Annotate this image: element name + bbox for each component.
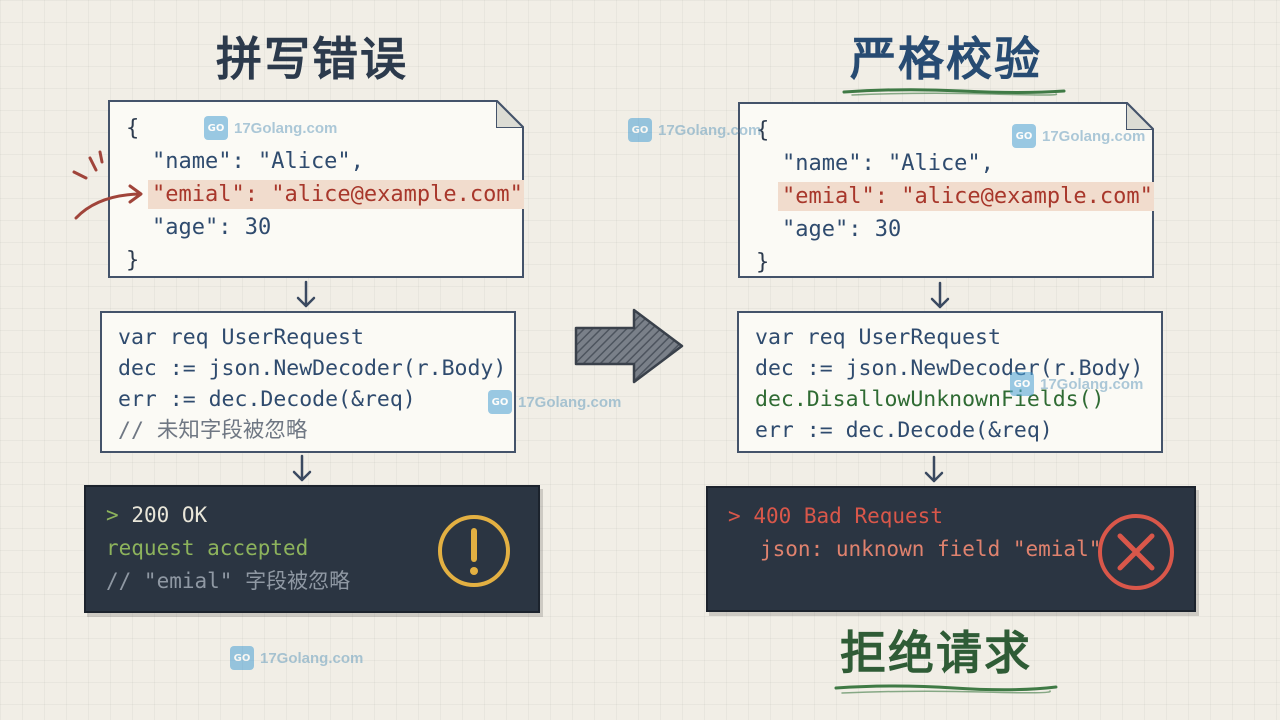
golang-logo-icon: GO — [230, 646, 254, 670]
code-line: dec := json.NewDecoder(r.Body) — [755, 356, 1144, 381]
watermark-text: 17Golang.com — [1040, 375, 1144, 393]
golang-logo-icon: GO — [628, 118, 652, 142]
watermark-text: 17Golang.com — [518, 393, 622, 411]
status-line: > 400 Bad Request — [728, 500, 1174, 533]
json-emial-highlight: "emial": "alice@example.com", — [148, 180, 540, 209]
json-close-brace: } — [126, 248, 140, 273]
code-line: err := dec.Decode(&req) — [755, 418, 1053, 443]
title-underline — [842, 88, 1066, 96]
left-terminal-output: > 200 OK request accepted // "emial" 字段被… — [84, 485, 540, 613]
error-x-icon — [1098, 514, 1174, 590]
watermark: GO 17Golang.com — [1010, 372, 1143, 396]
json-age-text: "age": 30 — [152, 215, 272, 240]
down-arrow-icon — [930, 281, 950, 309]
json-name-text: "name": "Alice", — [152, 149, 364, 174]
left-code-box: var req UserRequest dec := json.NewDecod… — [100, 311, 516, 453]
status-line: > 200 OK — [106, 499, 518, 532]
page-fold-icon — [496, 100, 524, 128]
watermark: GO 17Golang.com — [204, 116, 337, 140]
watermark: GO 17Golang.com — [1012, 124, 1145, 148]
json-name-line: "name": "Alice", — [756, 147, 1136, 180]
watermark: GO 17Golang.com — [230, 646, 363, 670]
left-json-box: { "name": "Alice", "emial": "alice@examp… — [108, 100, 524, 278]
watermark-text: 17Golang.com — [1042, 127, 1146, 145]
json-age-text: "age": 30 — [782, 217, 902, 242]
json-name-text: "name": "Alice", — [782, 151, 994, 176]
json-close-brace: } — [756, 250, 770, 275]
status-code: 200 OK — [131, 503, 208, 527]
code-line: var req UserRequest — [118, 325, 364, 350]
json-age-line: "age": 30 — [756, 213, 1136, 246]
warning-icon — [438, 515, 510, 587]
page-fold-icon — [1126, 102, 1154, 130]
json-name-line: "name": "Alice", — [126, 145, 506, 178]
right-json-card: { "name": "Alice", "emial": "alice@examp… — [738, 102, 1154, 278]
json-emial-line: "emial": "alice@example.com", — [126, 178, 506, 211]
watermark-text: 17Golang.com — [260, 649, 364, 667]
json-age-line: "age": 30 — [126, 211, 506, 244]
json-open-brace: { — [756, 118, 770, 143]
down-arrow-icon — [296, 280, 316, 308]
status-message: request accepted — [106, 536, 309, 560]
typo-pointer-arrow-icon — [72, 150, 143, 220]
prompt-chevron-icon: > — [106, 503, 119, 527]
golang-logo-icon: GO — [1012, 124, 1036, 148]
status-code: 400 Bad Request — [753, 504, 943, 528]
code-line-disallow: dec.DisallowUnknownFields() — [755, 387, 1105, 412]
json-open-brace: { — [126, 116, 140, 141]
right-code-box: var req UserRequest dec := json.NewDecod… — [737, 311, 1163, 453]
status-message: json: unknown field "emial" — [760, 537, 1102, 561]
prompt-chevron-icon: > — [728, 504, 741, 528]
golang-logo-icon: GO — [488, 390, 512, 414]
right-terminal-output: > 400 Bad Request json: unknown field "e… — [706, 486, 1196, 612]
watermark-text: 17Golang.com — [658, 121, 762, 139]
down-arrow-icon — [292, 454, 312, 482]
transition-arrow-icon — [574, 308, 684, 384]
right-title: 严格校验 — [850, 32, 1042, 86]
golang-logo-icon: GO — [204, 116, 228, 140]
json-emial-line: "emial": "alice@example.com", — [756, 180, 1136, 213]
left-title: 拼写错误 — [216, 32, 408, 86]
reject-title: 拒绝请求 — [840, 626, 1032, 680]
code-comment: // 未知字段被忽略 — [118, 418, 308, 443]
left-json-card: { "name": "Alice", "emial": "alice@examp… — [108, 100, 524, 278]
code-line: err := dec.Decode(&req) — [118, 387, 416, 412]
status-comment: // "emial" 字段被忽略 — [106, 569, 351, 593]
golang-logo-icon: GO — [1010, 372, 1034, 396]
reject-underline — [834, 684, 1058, 694]
right-json-box: { "name": "Alice", "emial": "alice@examp… — [738, 102, 1154, 278]
watermark: GO 17Golang.com — [488, 390, 621, 414]
down-arrow-icon — [924, 455, 944, 483]
watermark: GO 17Golang.com — [628, 118, 761, 142]
code-line: var req UserRequest — [755, 325, 1001, 350]
watermark-text: 17Golang.com — [234, 119, 338, 137]
json-emial-highlight: "emial": "alice@example.com", — [778, 182, 1170, 211]
code-line: dec := json.NewDecoder(r.Body) — [118, 356, 507, 381]
